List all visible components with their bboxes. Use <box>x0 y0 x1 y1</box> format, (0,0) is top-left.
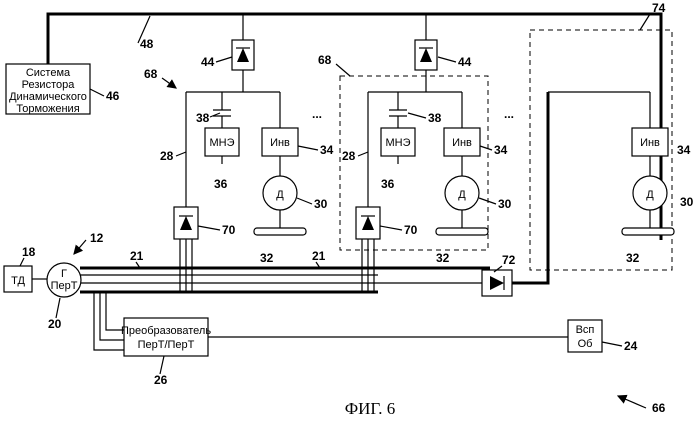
svg-text:ПерТ/ПерТ: ПерТ/ПерТ <box>138 339 195 351</box>
ref-36-1: 36 <box>214 177 228 191</box>
system-label-2: Резистора <box>22 79 76 91</box>
ref-32-2: 32 <box>436 251 450 265</box>
ref-66: 66 <box>652 401 666 415</box>
system-label-1: Система <box>26 67 71 79</box>
ref-34-1: 34 <box>320 143 334 157</box>
svg-text:МНЭ: МНЭ <box>209 137 234 149</box>
ref-36-2: 36 <box>381 177 395 191</box>
figure-caption: ФИГ. 6 <box>345 399 396 418</box>
ref-28-2: 28 <box>342 149 356 163</box>
svg-text:Об: Об <box>578 338 593 350</box>
ref-28-1: 28 <box>160 149 174 163</box>
ref-26: 26 <box>154 373 168 387</box>
svg-text:Д: Д <box>458 189 466 201</box>
svg-text:МНЭ: МНЭ <box>385 137 410 149</box>
ellipsis-1: ... <box>312 107 322 121</box>
ref-30-1: 30 <box>314 197 328 211</box>
ref-44-1: 44 <box>201 55 215 69</box>
svg-text:Д: Д <box>276 189 284 201</box>
ref-72: 72 <box>502 253 516 267</box>
ref-30-2: 30 <box>498 197 512 211</box>
ref-32-3: 32 <box>626 251 640 265</box>
wheel-axle-1 <box>254 228 306 235</box>
ref-68-1: 68 <box>144 67 158 81</box>
ref-70-1: 70 <box>222 223 236 237</box>
ref-21-2: 21 <box>312 249 326 263</box>
ref-34-2: 34 <box>494 143 508 157</box>
svg-text:ТД: ТД <box>11 275 25 287</box>
svg-text:Преобразователь: Преобразователь <box>121 325 211 337</box>
wheel-axle-2 <box>436 228 488 235</box>
ref-38-1: 38 <box>196 111 210 125</box>
svg-text:Д: Д <box>646 189 654 201</box>
wheel-axle-3 <box>622 228 674 235</box>
ref-32-1: 32 <box>260 251 274 265</box>
svg-text:Инв: Инв <box>452 137 472 149</box>
svg-text:Инв: Инв <box>640 137 660 149</box>
ref-30-3: 30 <box>680 195 694 209</box>
ref-68-2: 68 <box>318 53 332 67</box>
svg-text:Инв: Инв <box>270 137 290 149</box>
ref-46: 46 <box>106 89 120 103</box>
braking-resistor-system: Система Резистора Динамического Торможен… <box>6 64 90 115</box>
ref-48: 48 <box>140 37 154 51</box>
svg-text:Г: Г <box>61 268 67 280</box>
system-label-3: Динамического <box>9 91 87 103</box>
ref-44-2: 44 <box>458 55 472 69</box>
ref-12: 12 <box>90 231 104 245</box>
module-1: МНЭ Инв Д <box>174 14 306 292</box>
ellipsis-2: ... <box>504 107 514 121</box>
ref-20: 20 <box>48 317 62 331</box>
ref-24: 24 <box>624 339 638 353</box>
ref-70-2: 70 <box>404 223 418 237</box>
module-3: Инв Д <box>512 92 674 283</box>
svg-text:Всп: Всп <box>576 324 595 336</box>
system-label-4: Торможения <box>16 103 79 115</box>
ref-74: 74 <box>652 1 666 15</box>
ref-34-3: 34 <box>677 143 691 157</box>
ref-21-1: 21 <box>130 249 144 263</box>
ref-38-2: 38 <box>428 111 442 125</box>
ref-18: 18 <box>22 245 36 259</box>
svg-text:ПерТ: ПерТ <box>51 280 78 292</box>
